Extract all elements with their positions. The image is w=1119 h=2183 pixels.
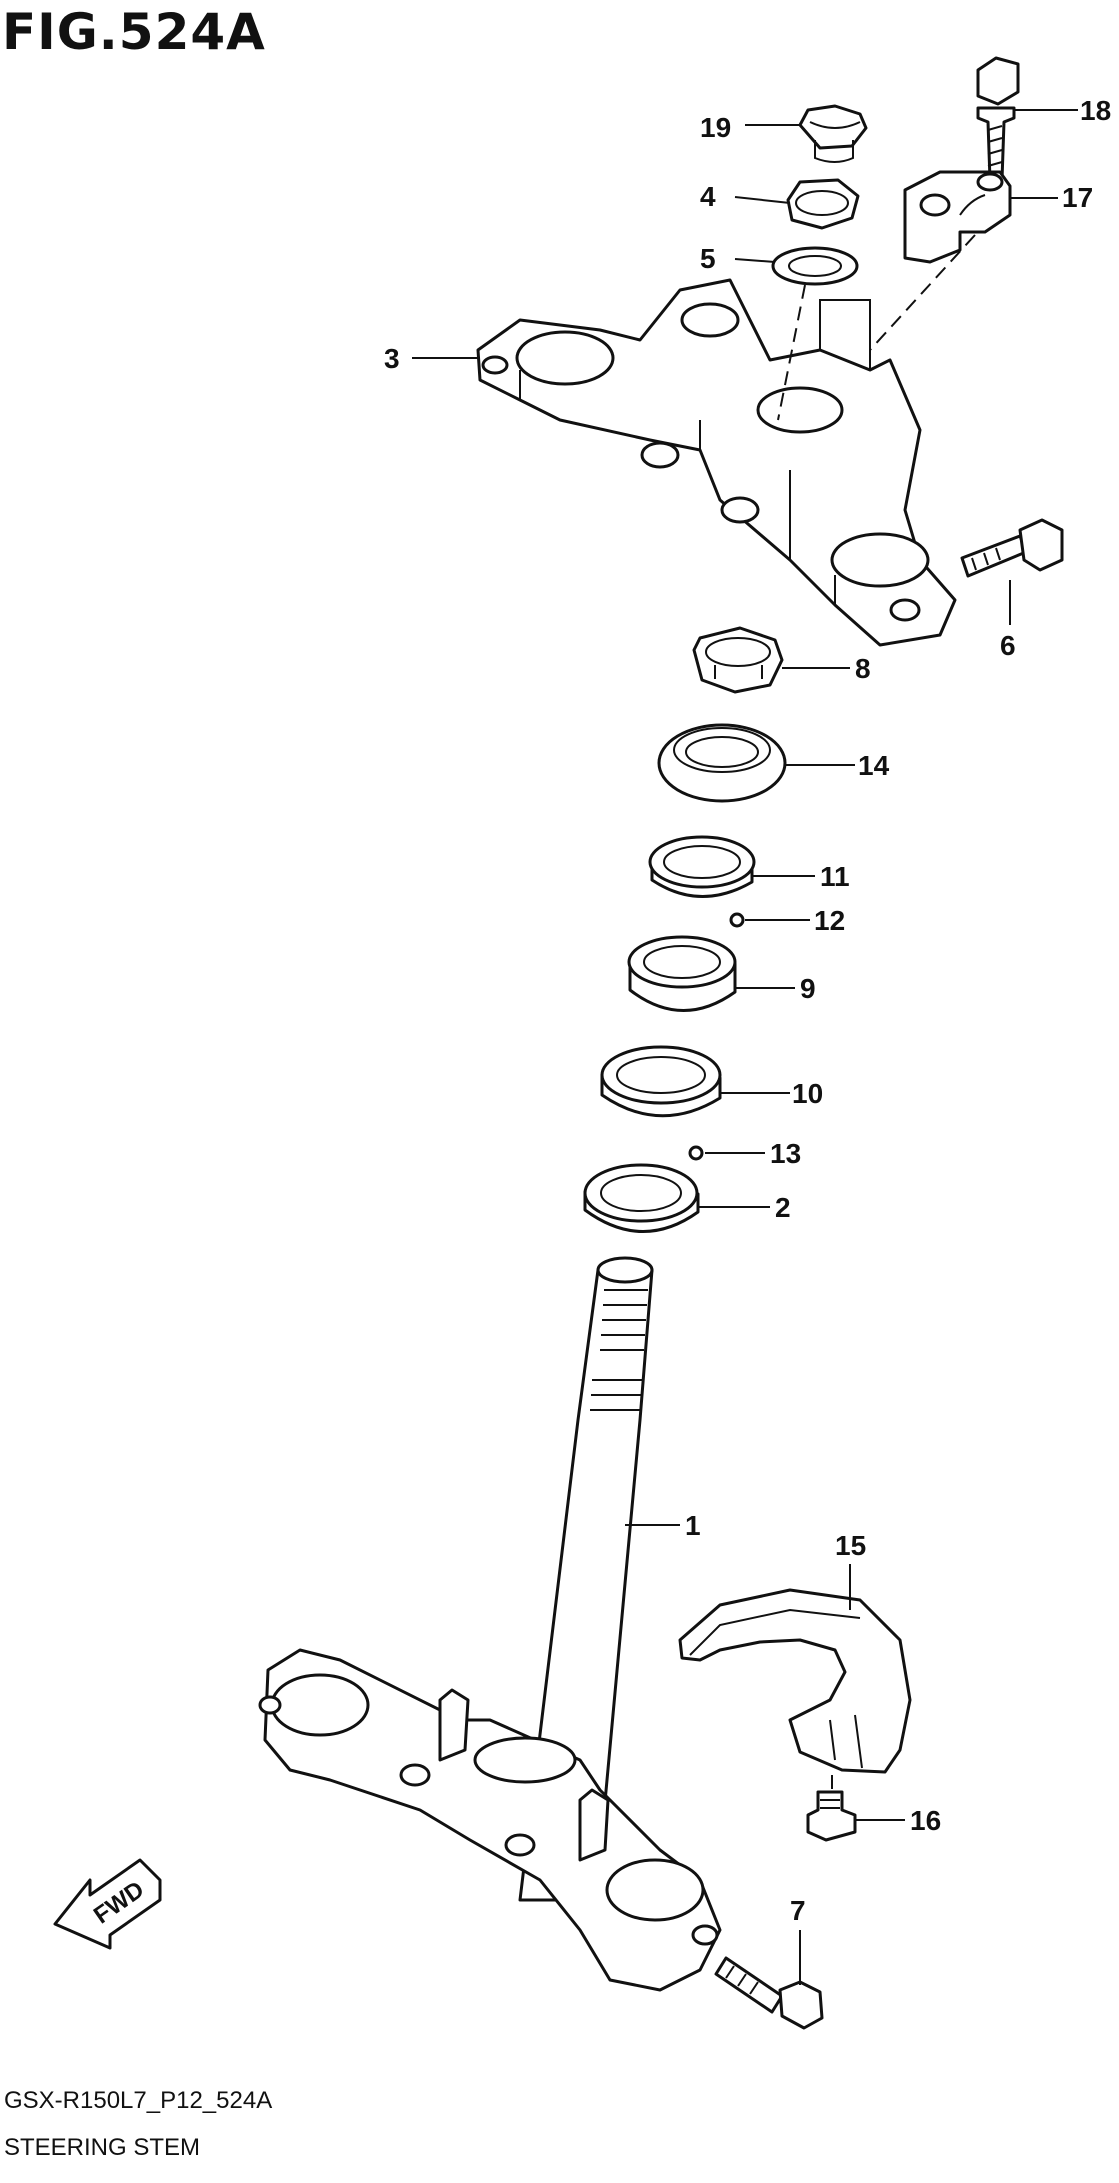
part-1-steering-stem xyxy=(258,1256,722,1992)
callout-1: 1 xyxy=(685,1510,701,1541)
part-11-race xyxy=(648,835,756,898)
figure-title: FIG.524A xyxy=(2,3,266,61)
callout-2: 2 xyxy=(775,1192,791,1223)
part-2-seal xyxy=(583,1163,700,1233)
leader-lines xyxy=(412,109,1078,1985)
fwd-arrow-icon: FWD xyxy=(53,1858,162,1950)
callout-4: 4 xyxy=(700,181,716,212)
callout-9: 9 xyxy=(800,973,816,1004)
part-17-clamp xyxy=(903,170,1012,264)
callout-6: 6 xyxy=(1000,630,1016,661)
callout-3: 3 xyxy=(384,343,400,374)
part-7-bolt xyxy=(714,1956,824,2030)
callout-16: 16 xyxy=(910,1805,941,1836)
callout-17: 17 xyxy=(1062,182,1093,213)
part-10-race xyxy=(600,1045,722,1118)
part-16-screw xyxy=(806,1790,857,1842)
callout-10: 10 xyxy=(792,1078,823,1109)
callout-19: 19 xyxy=(700,112,731,143)
part-9-race xyxy=(627,935,737,1012)
callout-13: 13 xyxy=(770,1138,801,1169)
callout-14: 14 xyxy=(858,750,890,781)
part-13-ball xyxy=(688,1145,704,1161)
footer-figure-code: GSX-R150L7_P12_524A xyxy=(4,2087,273,2114)
callout-12: 12 xyxy=(814,905,845,936)
part-8-lock-nut xyxy=(692,626,784,694)
part-6-bolt xyxy=(960,518,1064,578)
callout-labels: 19 4 5 3 18 17 6 8 14 11 12 9 10 13 2 1 … xyxy=(384,95,1111,1926)
part-5-washer xyxy=(771,246,859,286)
callout-15: 15 xyxy=(835,1530,866,1561)
part-4-nut xyxy=(786,178,860,230)
part-14-dust-seal xyxy=(657,723,787,803)
part-12-ball xyxy=(729,912,745,928)
footer-assembly-name: STEERING STEM xyxy=(4,2134,201,2161)
part-15-cover xyxy=(678,1588,912,1774)
part-18-bolt xyxy=(976,56,1020,182)
part-3-upper-bracket xyxy=(476,278,957,647)
callout-11: 11 xyxy=(820,861,850,892)
callout-18: 18 xyxy=(1080,95,1111,126)
callout-5: 5 xyxy=(700,243,716,274)
callout-8: 8 xyxy=(855,653,871,684)
part-19-cap-nut xyxy=(798,104,868,163)
callout-7: 7 xyxy=(790,1895,806,1926)
